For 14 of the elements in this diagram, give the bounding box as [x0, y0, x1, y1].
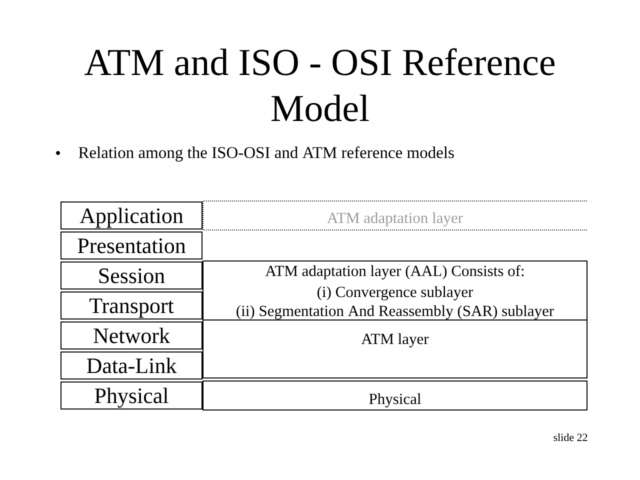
note-text: slide 22 [554, 433, 588, 442]
layer-box: ATM layer [202, 320, 588, 378]
layer-box: Network [60, 322, 202, 350]
layer-box: Presentation [60, 232, 202, 260]
layer-box: ATM adaptation layer [202, 200, 588, 230]
note-text: Relation among the ISO-OSI and ATM reference models [78, 146, 454, 162]
layer-box: Physical [60, 382, 202, 410]
layer-box: Physical [202, 380, 588, 410]
layer-box: ATM adaptation layer (AAL) Consists of: (i) Convergence sublayer (ii) Segmentation And Reassembly (SAR) sublayer [202, 260, 588, 320]
layer-box: Application [60, 202, 202, 230]
slide-title: ATM and ISO - OSI Reference Model [84, 48, 555, 122]
layer-box: Data-Link [60, 352, 202, 380]
layer-box: Transport [60, 292, 202, 320]
layer-box: Session [60, 262, 202, 290]
